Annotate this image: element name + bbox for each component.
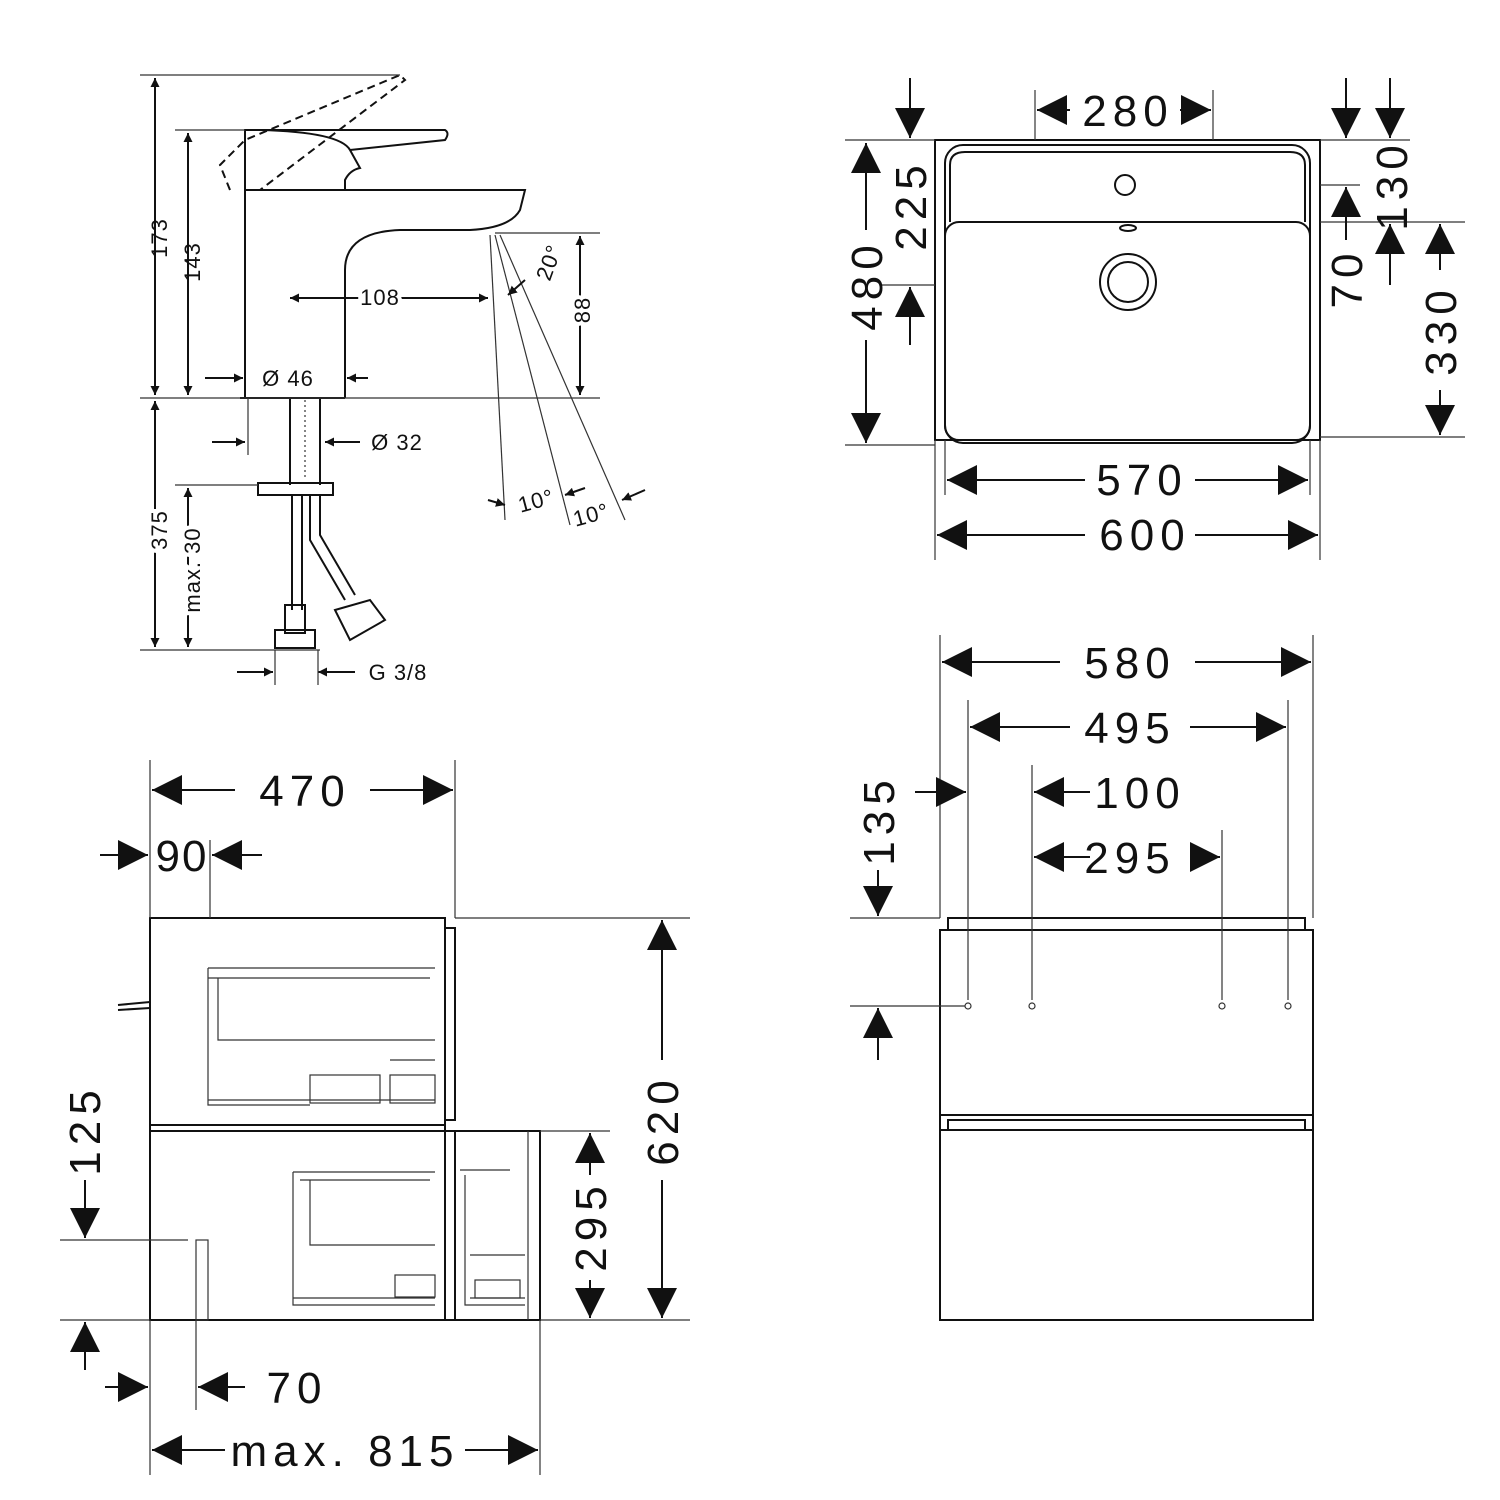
basin-depth-front: 225 bbox=[887, 159, 936, 250]
faucet-body-diameter: Ø 46 bbox=[262, 366, 314, 391]
faucet-shank-length: 375 bbox=[147, 510, 172, 550]
cabinet-siphon-height: 125 bbox=[61, 1084, 110, 1175]
basin-overflow: 70 bbox=[1323, 248, 1372, 309]
faucet-angle-b: 10° bbox=[570, 498, 612, 532]
cabinet-max-extension: max. 815 bbox=[231, 1427, 460, 1476]
faucet-drawing: 173 143 108 20° 88 Ø 46 Ø 32 375 max. 30… bbox=[140, 73, 646, 685]
front-hole-spacing-outer: 495 bbox=[1084, 704, 1175, 753]
faucet-spray-angle: 20° bbox=[531, 241, 567, 284]
front-hole-offset: 100 bbox=[1094, 769, 1185, 818]
front-hole-height: 135 bbox=[855, 774, 904, 865]
faucet-max-thickness: max. 30 bbox=[180, 527, 205, 612]
faucet-height-total: 173 bbox=[147, 218, 172, 258]
basin-tap-hole-width: 280 bbox=[1082, 87, 1173, 136]
cabinet-side-drawing: 470 90 125 620 295 70 max. 815 bbox=[60, 760, 690, 1476]
faucet-spout-reach: 108 bbox=[360, 285, 400, 310]
front-width: 580 bbox=[1084, 639, 1175, 688]
cabinet-depth: 470 bbox=[259, 767, 350, 816]
cabinet-offset-top: 90 bbox=[156, 832, 209, 881]
front-hole-spacing-inner: 295 bbox=[1084, 834, 1175, 883]
cabinet-drawer-height: 295 bbox=[567, 1180, 616, 1271]
cabinet-height: 620 bbox=[639, 1074, 688, 1165]
basin-depth-total: 480 bbox=[843, 239, 892, 330]
basin-drawing: 280 225 480 130 70 330 570 600 bbox=[843, 78, 1466, 560]
cabinet-front-drawing: 580 495 100 295 135 bbox=[850, 635, 1314, 1321]
basin-inner-width: 570 bbox=[1096, 456, 1187, 505]
faucet-height-body: 143 bbox=[180, 242, 205, 282]
basin-outer-width: 600 bbox=[1099, 511, 1190, 560]
basin-bowl-depth: 330 bbox=[1417, 284, 1466, 375]
faucet-connection: G 3/8 bbox=[369, 660, 428, 685]
cabinet-offset-bottom: 70 bbox=[267, 1364, 328, 1413]
faucet-angle-a: 10° bbox=[515, 484, 557, 518]
basin-rim-depth: 130 bbox=[1368, 139, 1417, 230]
faucet-shank-diameter: Ø 32 bbox=[371, 430, 423, 455]
faucet-spout-height: 88 bbox=[570, 297, 595, 323]
